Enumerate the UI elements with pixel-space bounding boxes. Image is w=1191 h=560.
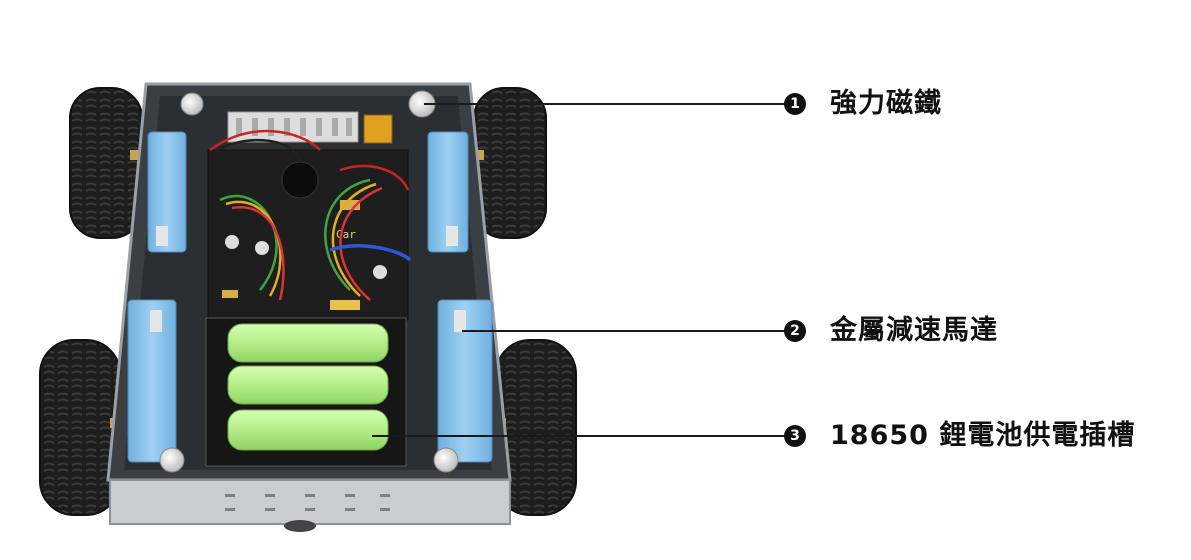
callout-marker-1: 1 [784,93,806,115]
callout-line-1 [424,103,786,105]
wire-harness [209,129,412,301]
chassis-front-panel [109,479,511,525]
terminal-block [227,111,359,143]
magnet-rear-right [433,447,459,473]
wheel-rear-left [39,339,121,516]
callout-line-2 [462,330,786,332]
callout-label-battery: 18650 鋰電池供電插槽 [830,420,1136,451]
callout-label-magnet: 強力磁鐵 [830,88,942,119]
board-silkscreen: Car [336,228,356,241]
callout-marker-3: 3 [784,425,806,447]
battery-cell-2 [227,365,389,405]
terminal-block-pins [236,118,352,136]
magnet-front-left [180,92,204,116]
wheel-front-right [473,87,547,239]
rear-caster [284,520,316,532]
battery-cell-3 [227,409,389,451]
motor-front-right [427,131,469,253]
magnet-rear-left [159,447,185,473]
callout-label-motor: 金屬減速馬達 [830,315,998,346]
buzzer [281,161,319,199]
callout-marker-2: 2 [784,320,806,342]
front-panel-slots [225,494,390,511]
callout-line-3 [372,435,786,437]
motor-front-left [147,131,187,253]
battery-cell-1 [227,323,389,363]
power-switch [363,114,393,144]
wheel-front-left [69,87,143,239]
motor-rear-left [127,299,177,463]
board-components [222,200,387,310]
motor-rear-right [437,299,493,463]
